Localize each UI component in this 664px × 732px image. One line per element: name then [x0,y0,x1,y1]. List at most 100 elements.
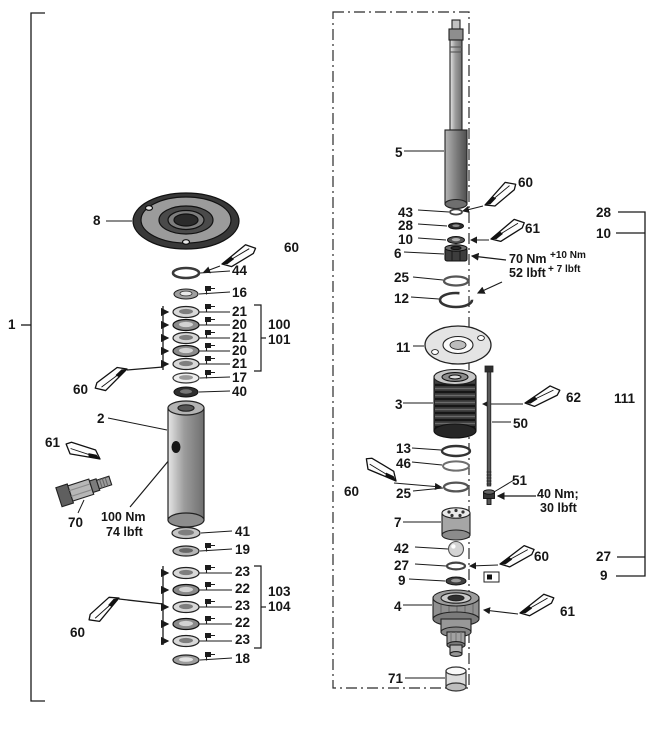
label-part-28-b: 28 [596,205,612,220]
label-part-13: 13 [396,441,412,456]
label-part-25-b: 25 [396,486,412,501]
label-part-17: 17 [232,370,248,385]
seal-orientation-icon [204,598,216,609]
label-part-7: 7 [394,515,402,530]
ring-41 [171,526,201,540]
seal-orientation-icon [204,355,216,366]
torque-note-port-nm: 100 Nm [101,510,146,524]
label-part-46: 46 [396,456,412,471]
seal-orientation-icon [204,615,216,626]
label-part-9-a: 9 [398,573,406,588]
label-part-20-a: 20 [232,317,248,332]
torque-note-port-lb: 74 lbft [106,525,143,539]
label-part-28-a: 28 [398,218,414,233]
label-part-27-b: 27 [596,549,612,564]
ring-17 [172,372,200,384]
label-part-62: 62 [566,390,582,405]
part-2-body [167,400,205,528]
label-group-111: 111 [614,391,636,406]
label-part-60-c: 60 [70,625,86,640]
seal-orientation-icon [204,329,216,340]
seal-orientation-icon [204,303,216,314]
oring-44 [171,266,201,280]
label-part-60-f: 60 [534,549,550,564]
torque-note-gland-lb-plus: + 7 lbft [548,264,581,275]
label-part-50: 50 [513,416,529,431]
label-group-103: 103 [268,584,291,599]
label-part-21-c: 21 [232,356,248,371]
grease-dart-icon [90,363,132,395]
part-8-flange [132,192,240,250]
grease-dart-icon [496,542,538,571]
snap-ring-12 [438,291,474,309]
ring-16 [173,288,199,300]
label-part-9-b: 9 [600,568,608,583]
cap-71 [445,666,467,692]
leader-lines [77,150,515,679]
label-part-8: 8 [93,213,101,228]
label-part-70: 70 [68,515,84,530]
torque-note-gland-nm: 70 Nm [509,252,547,266]
label-part-12: 12 [394,291,410,306]
label-part-20-b: 20 [232,343,248,358]
grease-dart-icon [486,215,529,246]
seal-orientation-icon [204,632,216,643]
label-part-61-a: 61 [45,435,61,450]
label-part-60-d: 60 [518,175,534,190]
guide-7 [441,507,471,541]
seal-orientation-icon [204,342,216,353]
label-part-61-b: 61 [525,221,541,236]
label-part-23-c: 23 [235,632,251,647]
label-part-61-c: 61 [560,604,576,619]
label-part-10-a: 10 [398,232,414,247]
stack-brackets [254,304,266,649]
stack-arrows [118,306,170,646]
ball-42 [447,540,465,558]
oring-25-upper [442,275,470,287]
dart-arrows [202,205,523,615]
label-part-60-a: 60 [284,240,300,255]
grease-dart-icon [479,177,521,211]
torque-note-gland-nm-plus: +10 Nm [550,250,586,261]
boundary-box [332,11,470,689]
oring-46 [442,460,470,472]
label-part-4: 4 [394,599,402,614]
label-part-19: 19 [235,542,251,557]
ring-10 [447,236,465,244]
label-part-18: 18 [235,651,251,666]
valve-4 [432,589,480,657]
flange-11 [424,325,492,365]
ring-40 [173,386,199,398]
grease-dart-icon [516,590,558,620]
reference-bracket [616,211,646,577]
gland-nut-6 [444,244,468,262]
label-part-3: 3 [395,397,403,412]
label-part-22-b: 22 [235,615,251,630]
label-part-5: 5 [395,145,403,160]
label-part-40: 40 [232,384,248,399]
label-group-101: 101 [268,332,291,347]
label-part-41: 41 [235,524,251,539]
ring-9 [445,576,467,586]
seal-orientation-icon [204,316,216,327]
label-part-27-a: 27 [394,558,410,573]
label-part-16: 16 [232,285,248,300]
label-part-42: 42 [394,541,410,556]
ring-28 [448,222,464,230]
label-part-22-a: 22 [235,581,251,596]
cartridge-3 [433,368,477,439]
label-part-60-b: 60 [73,382,89,397]
grease-dart-icon [84,592,125,627]
screw-51 [483,489,495,505]
label-part-25-a: 25 [394,270,410,285]
label-part-51: 51 [512,473,528,488]
rod-5 [444,19,468,210]
fitting-70 [55,475,113,508]
seal-stack-lower [172,566,200,648]
label-group-100: 100 [268,317,291,332]
label-part-1: 1 [8,317,16,332]
ring-18 [172,654,200,666]
oring-25-lower [442,481,470,493]
